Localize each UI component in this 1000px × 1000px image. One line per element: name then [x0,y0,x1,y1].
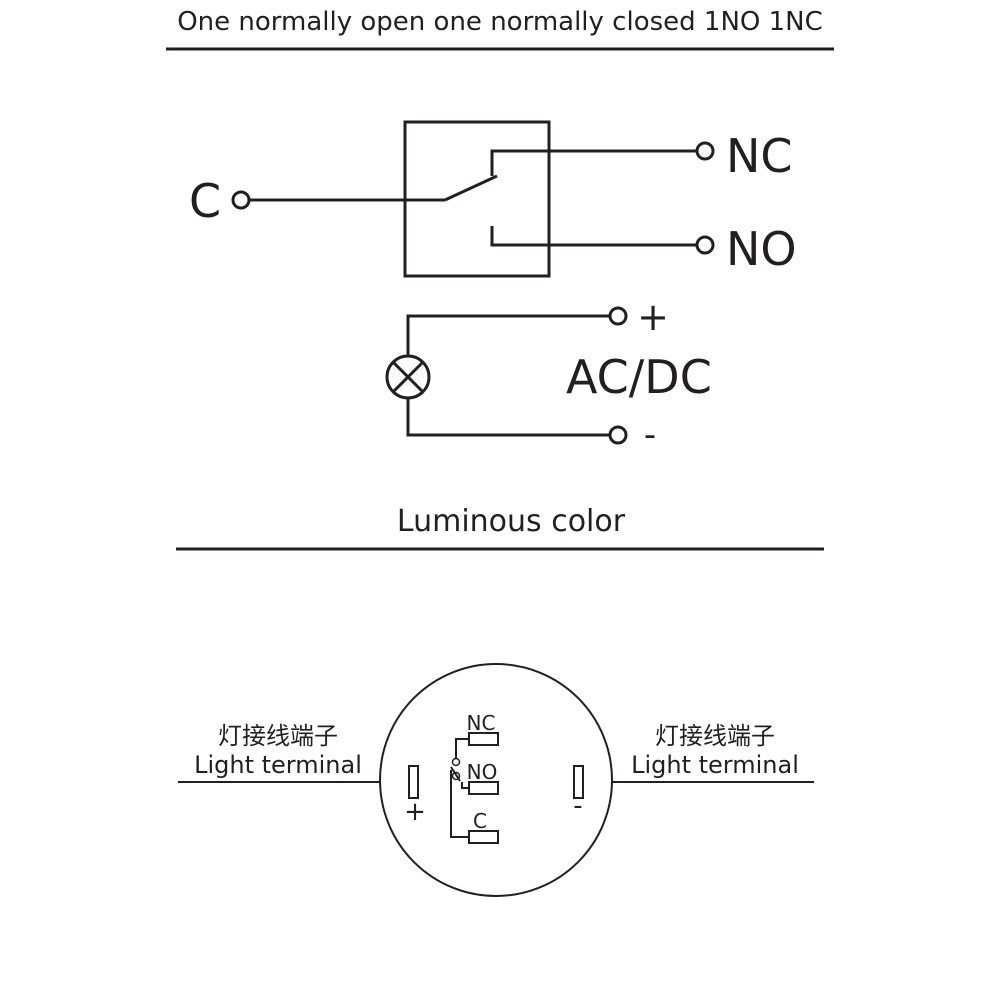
terminal-nc-dot [695,141,715,161]
terminal-c-dot [231,190,251,210]
internal-contact-lower [451,771,461,781]
label-no: NO [726,222,797,276]
internal-contact-upper [451,757,461,767]
no-contact-wire [490,226,697,247]
internal-c-wire [450,770,469,838]
label-nc: NC [726,129,793,183]
lamp-minus-label: - [573,791,582,821]
lamp-plus-wire [406,314,610,356]
luminous-title: Luminous color [397,504,626,539]
switch-body-circle [379,663,613,897]
lamp-cross-b [391,360,425,394]
nc-contact-wire [490,149,697,176]
right-terminal-en: Light terminal [631,751,799,779]
left-terminal-cn: 灯接线端子 [218,722,338,750]
switch-blade [444,174,498,202]
pin-nc-label: NC [467,711,496,735]
label-minus: - [644,415,656,455]
internal-nc-wire [455,738,469,758]
lamp-pin-minus [573,765,584,799]
terminal-minus-dot [608,425,628,445]
right-terminal-cn: 灯接线端子 [655,722,775,750]
label-plus: + [637,295,669,339]
wiring-title: One normally open one normally closed 1N… [177,7,823,37]
pin-no-label: NO [467,760,498,784]
lamp-pin-plus [408,765,419,799]
pin-c-label: C [473,809,487,833]
label-supply: AC/DC [566,350,712,404]
lamp-minus-wire [406,398,610,437]
terminal-plus-dot [608,306,628,326]
internal-no-wire [461,782,469,789]
label-c: C [189,174,221,228]
terminal-no-dot [695,235,715,255]
lamp-plus-label: + [404,797,426,827]
left-terminal-en: Light terminal [194,751,362,779]
